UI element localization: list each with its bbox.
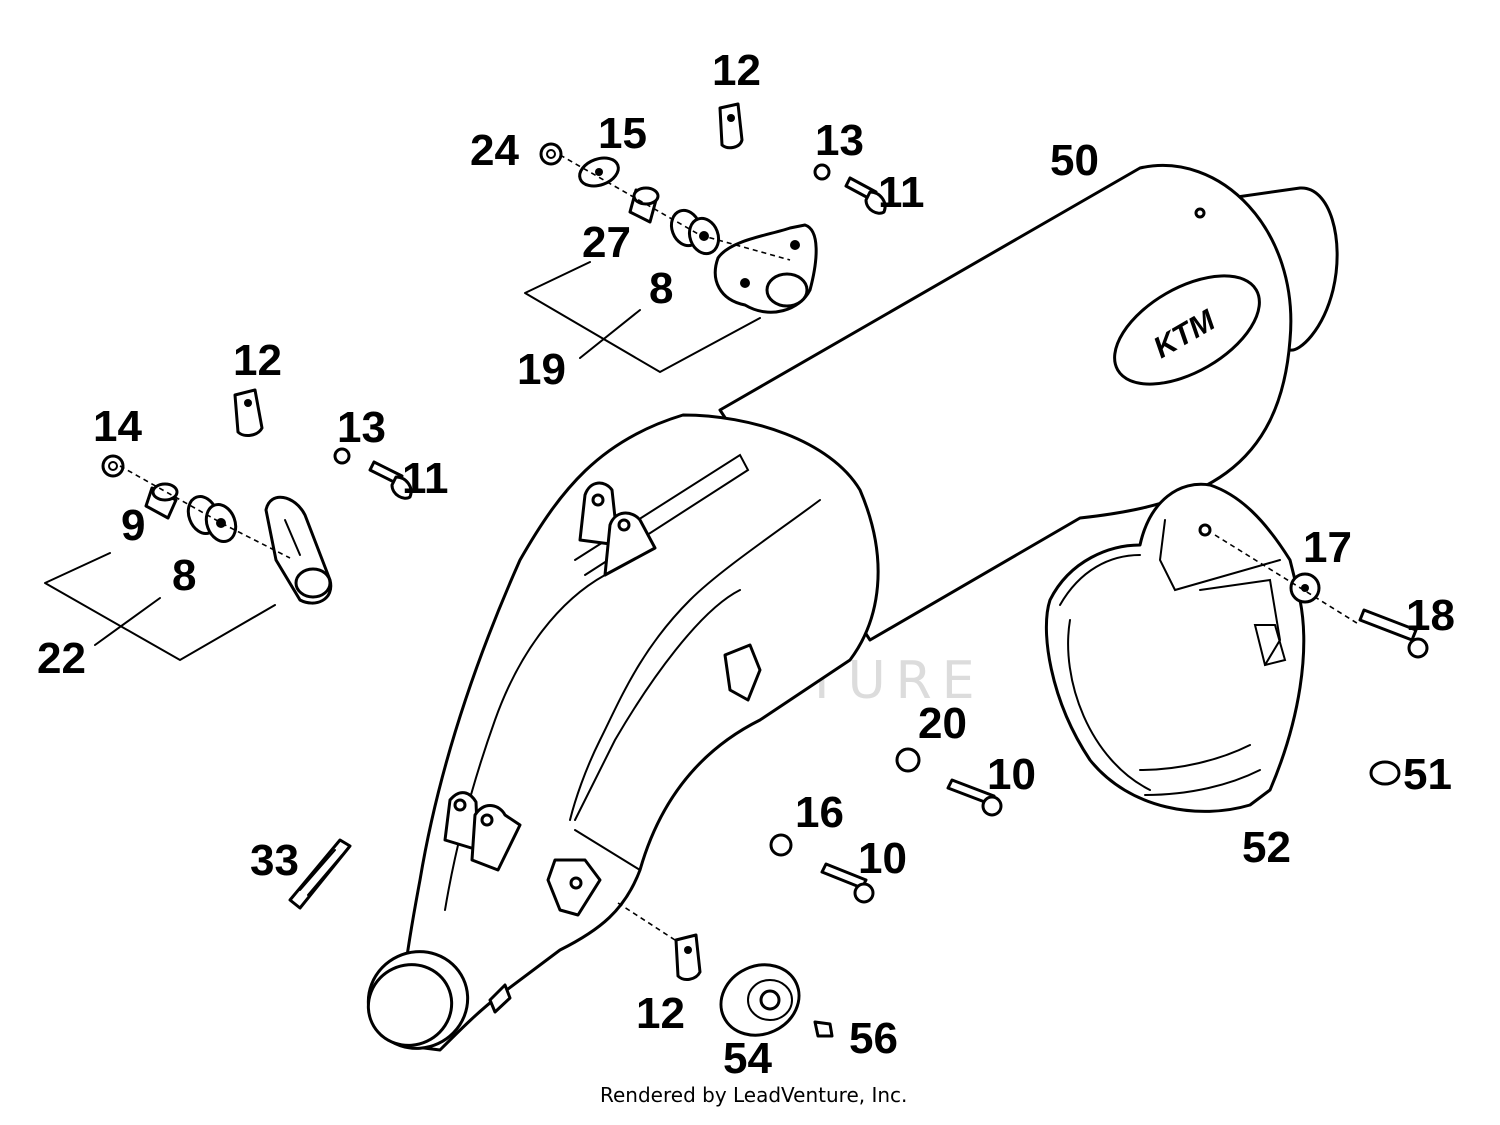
callout-10: 10 xyxy=(858,834,907,883)
left-bracket-group[interactable] xyxy=(101,388,413,605)
callout-8: 8 xyxy=(649,264,673,313)
callout-17: 17 xyxy=(1303,523,1352,572)
callout-15: 15 xyxy=(598,109,647,158)
muffler-body[interactable] xyxy=(352,413,880,1065)
callout-27: 27 xyxy=(582,218,631,267)
callout-56: 56 xyxy=(849,1014,898,1063)
callout-10: 10 xyxy=(987,750,1036,799)
callout-18: 18 xyxy=(1406,591,1455,640)
callout-16: 16 xyxy=(795,788,844,837)
callout-33: 33 xyxy=(250,836,299,885)
callout-19: 19 xyxy=(517,345,566,394)
callout-12: 12 xyxy=(233,336,282,385)
callout-13: 13 xyxy=(815,116,864,165)
leader-lines xyxy=(44,261,761,662)
callout-14: 14 xyxy=(93,402,142,451)
end-ring-part-52[interactable] xyxy=(1044,482,1306,813)
callout-51: 51 xyxy=(1403,750,1452,799)
callout-12: 12 xyxy=(636,989,685,1038)
callout-9: 9 xyxy=(121,501,145,550)
callout-52: 52 xyxy=(1242,823,1291,872)
callout-22: 22 xyxy=(37,634,86,683)
callout-20: 20 xyxy=(918,699,967,748)
callout-labels: 12 24 15 13 11 50 27 8 19 12 14 13 11 9 … xyxy=(37,46,1455,1083)
callout-8: 8 xyxy=(172,551,196,600)
callout-50: 50 xyxy=(1050,136,1099,185)
credit-text: Rendered by LeadVenture, Inc. xyxy=(600,1083,907,1107)
upper-bracket-group[interactable] xyxy=(539,102,887,314)
callout-12: 12 xyxy=(712,46,761,95)
callout-24: 24 xyxy=(470,126,519,175)
callout-11: 11 xyxy=(878,168,925,217)
callout-13: 13 xyxy=(337,403,386,452)
callout-11: 11 xyxy=(402,454,449,503)
callout-54: 54 xyxy=(723,1034,772,1083)
hardware-group[interactable] xyxy=(288,534,1429,1048)
